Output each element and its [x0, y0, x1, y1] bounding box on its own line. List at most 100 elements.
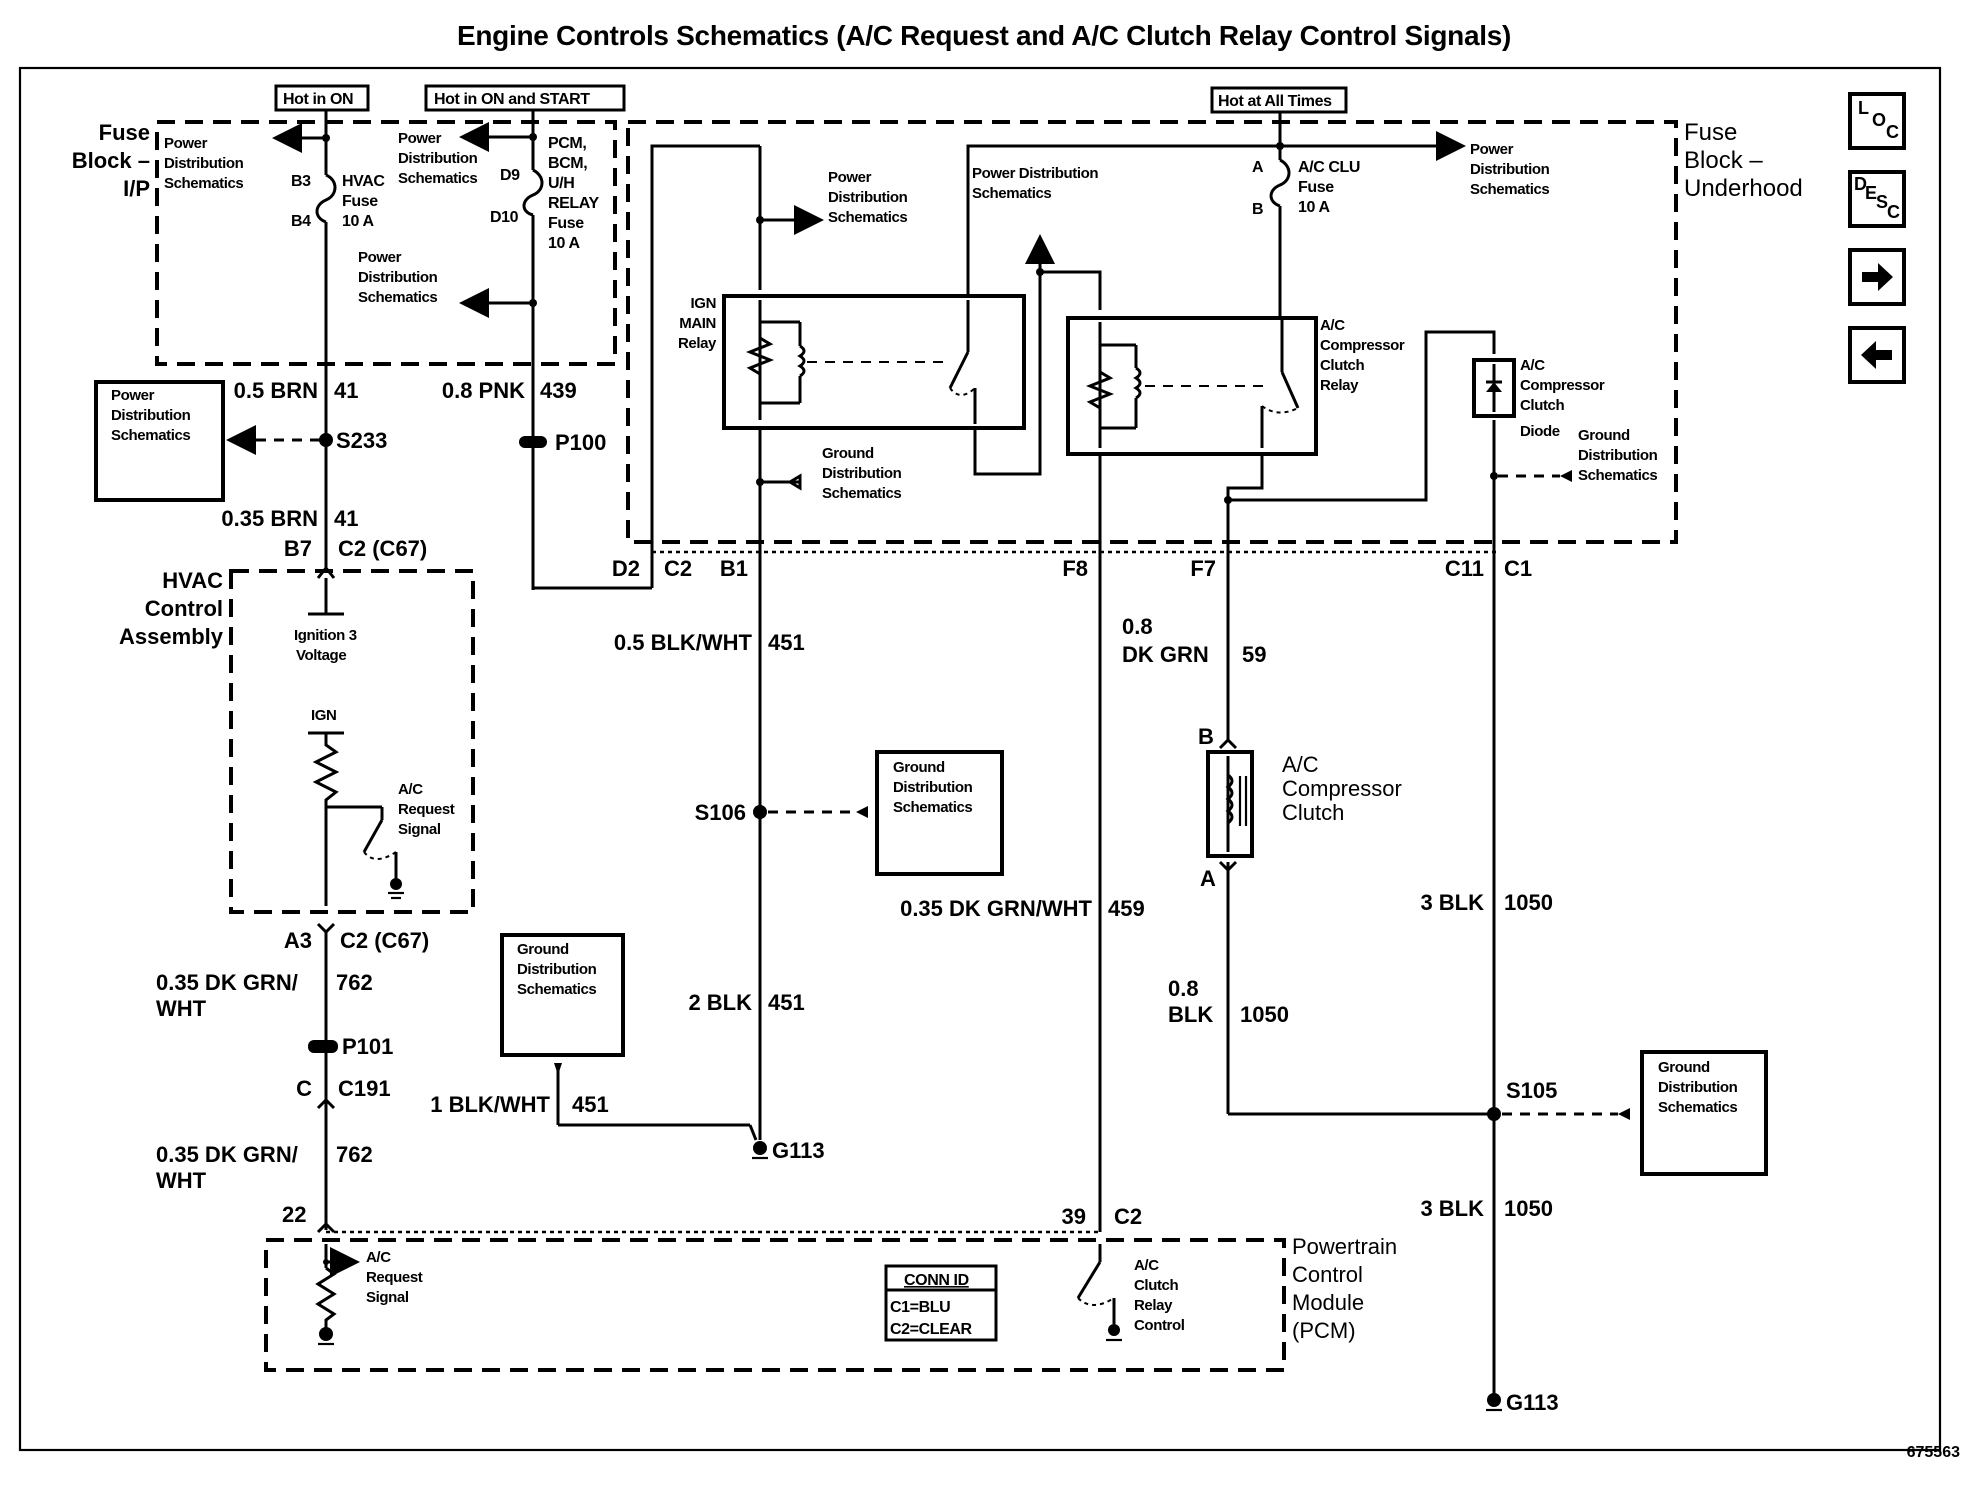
svg-text:Schematics: Schematics [517, 981, 596, 998]
description-button[interactable]: D E S C [1848, 170, 1906, 228]
previous-page-button[interactable] [1848, 326, 1906, 384]
svg-text:A3: A3 [284, 928, 312, 953]
svg-text:CONN ID: CONN ID [904, 1272, 969, 1289]
svg-text:Distribution: Distribution [1578, 447, 1658, 464]
svg-text:S106: S106 [695, 800, 746, 825]
svg-text:C1=BLU: C1=BLU [890, 1299, 950, 1316]
svg-text:DK GRN: DK GRN [1122, 642, 1209, 667]
splice-s106 [753, 805, 767, 819]
svg-text:10 A: 10 A [342, 213, 374, 230]
ground-distribution-ref-box[interactable]: Ground Distribution Schematics [875, 750, 1004, 876]
svg-text:C2: C2 [664, 556, 692, 581]
svg-text:Schematics: Schematics [822, 485, 901, 502]
svg-text:S233: S233 [336, 428, 387, 453]
hvac-fuse-icon [315, 173, 337, 224]
svg-text:C2 (C67): C2 (C67) [340, 928, 429, 953]
svg-text:Block –: Block – [72, 148, 150, 173]
ac-clu-fuse-icon [1269, 158, 1291, 208]
svg-text:A/C: A/C [366, 1249, 391, 1266]
svg-text:0.5 BLK/WHT: 0.5 BLK/WHT [614, 630, 753, 655]
svg-text:A/C: A/C [1134, 1257, 1159, 1274]
fuse-block-ip: Fuse Block – I/P Hot in ON Hot in ON and… [72, 84, 626, 590]
svg-text:HVAC: HVAC [162, 568, 223, 593]
switch-icon [362, 819, 384, 853]
ground-icon [390, 878, 402, 890]
svg-text:Power: Power [398, 130, 442, 147]
arrow-right-icon [1862, 263, 1893, 291]
svg-text:Fuse: Fuse [1298, 179, 1334, 196]
svg-text:762: 762 [336, 970, 373, 995]
svg-text:C11: C11 [1445, 556, 1484, 581]
svg-text:0.35 DK GRN/WHT: 0.35 DK GRN/WHT [900, 896, 1092, 921]
svg-text:C2 (C67): C2 (C67) [338, 536, 427, 561]
svg-text:Schematics: Schematics [893, 799, 972, 816]
svg-text:Ground: Ground [822, 445, 874, 462]
svg-text:Control: Control [1134, 1317, 1185, 1334]
hot-in-on-badge [274, 84, 370, 112]
svg-text:A/C: A/C [1320, 317, 1345, 334]
svg-text:P101: P101 [342, 1034, 393, 1059]
pcm-fuse-icon [522, 168, 544, 217]
svg-text:Fuse: Fuse [342, 193, 378, 210]
svg-text:451: 451 [768, 630, 805, 655]
svg-text:Schematics: Schematics [1470, 181, 1549, 198]
svg-text:Distribution: Distribution [164, 155, 244, 172]
svg-text:0.35 BRN: 0.35 BRN [221, 506, 318, 531]
svg-text:Signal: Signal [366, 1289, 409, 1306]
ground-icon [1108, 1324, 1120, 1336]
svg-text:B: B [1252, 201, 1263, 218]
svg-text:A/C: A/C [1520, 357, 1545, 374]
svg-text:1 BLK/WHT: 1 BLK/WHT [430, 1092, 550, 1117]
svg-text:Fuse: Fuse [548, 215, 584, 232]
ground-distribution-ref-box[interactable]: Ground Distribution Schematics [500, 933, 625, 1057]
svg-text:Underhood: Underhood [1684, 175, 1803, 202]
svg-text:WHT: WHT [156, 996, 207, 1021]
svg-text:Schematics: Schematics [828, 209, 907, 226]
svg-text:HVAC: HVAC [342, 173, 385, 190]
svg-text:G113: G113 [1506, 1390, 1559, 1415]
svg-text:P100: P100 [555, 430, 606, 455]
svg-text:Power: Power [828, 169, 872, 186]
svg-text:Module: Module [1292, 1290, 1364, 1315]
ground-distribution-ref-box[interactable]: Ground Distribution Schematics [1640, 1050, 1768, 1176]
svg-text:Clutch: Clutch [1320, 357, 1365, 374]
conn-id-table: CONN ID C1=BLU C2=CLEAR [884, 1264, 998, 1342]
svg-text:Diode: Diode [1520, 423, 1560, 440]
svg-text:Power: Power [358, 249, 402, 266]
svg-text:Power: Power [111, 387, 155, 404]
svg-text:39: 39 [1062, 1204, 1086, 1229]
svg-text:Schematics: Schematics [1578, 467, 1657, 484]
svg-text:459: 459 [1108, 896, 1145, 921]
svg-text:Powertrain: Powertrain [1292, 1234, 1397, 1259]
svg-text:B3: B3 [291, 173, 311, 190]
svg-text:Ignition 3: Ignition 3 [294, 627, 357, 644]
p101-connector-icon [308, 1040, 338, 1053]
svg-text:Power Distribution: Power Distribution [972, 165, 1098, 182]
svg-text:Distribution: Distribution [893, 779, 973, 796]
svg-text:IGN: IGN [691, 295, 716, 312]
svg-text:Schematics: Schematics [398, 170, 477, 187]
svg-text:0.5 BRN: 0.5 BRN [234, 378, 318, 403]
svg-text:0.8: 0.8 [1168, 976, 1199, 1001]
powertrain-control-module: Powertrain Control Module (PCM) A/C Requ… [264, 1230, 1397, 1372]
location-button[interactable]: L O C [1848, 92, 1906, 150]
svg-text:Schematics: Schematics [972, 185, 1051, 202]
svg-text:B1: B1 [720, 556, 748, 581]
svg-text:Relay: Relay [1134, 1297, 1173, 1314]
svg-text:3 BLK: 3 BLK [1420, 1196, 1484, 1221]
svg-text:D2: D2 [612, 556, 640, 581]
svg-text:Distribution: Distribution [111, 407, 191, 424]
next-page-button[interactable] [1848, 248, 1906, 306]
svg-text:(PCM): (PCM) [1292, 1318, 1356, 1343]
svg-text:41: 41 [334, 378, 358, 403]
svg-text:Distribution: Distribution [517, 961, 597, 978]
svg-text:A/C CLU: A/C CLU [1298, 159, 1360, 176]
svg-text:C191: C191 [338, 1076, 391, 1101]
power-distribution-ref-box[interactable]: Power Distribution Schematics [94, 380, 225, 502]
svg-text:Compressor: Compressor [1320, 337, 1405, 354]
svg-text:D10: D10 [490, 209, 519, 226]
svg-text:10 A: 10 A [548, 235, 580, 252]
svg-text:F7: F7 [1190, 556, 1216, 581]
ground-g113-icon [753, 1141, 767, 1155]
svg-text:Schematics: Schematics [1658, 1099, 1737, 1116]
